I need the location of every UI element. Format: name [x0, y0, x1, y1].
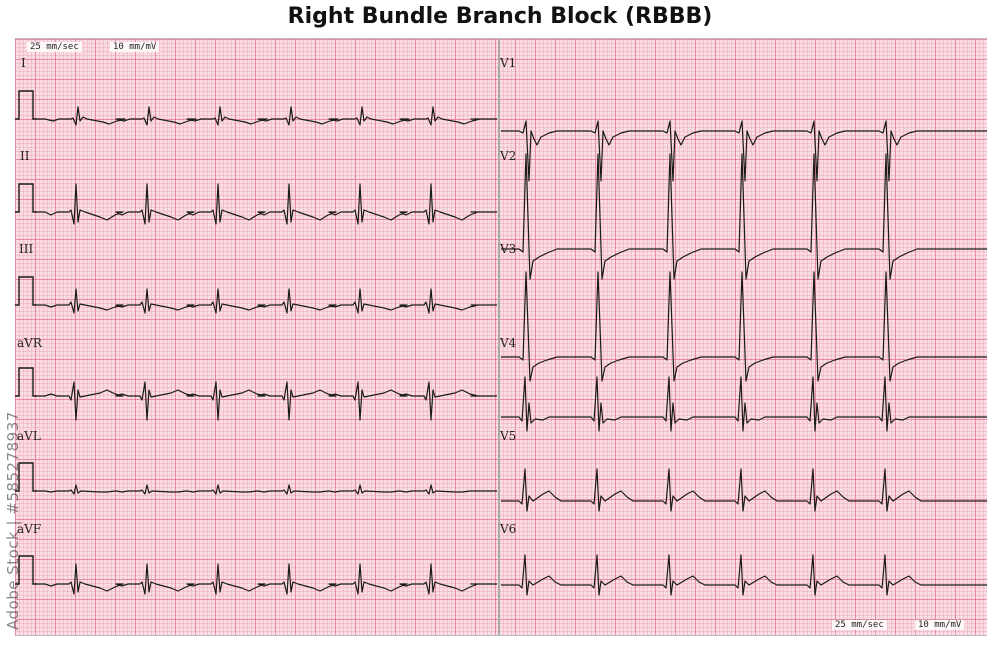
- ecg-traces: [15, 90, 987, 596]
- trace-lead-ii: [37, 183, 497, 225]
- calibration-pulse-avr: [15, 367, 37, 397]
- bottom-gain-label: 10 mm/mV: [915, 620, 965, 630]
- lead-label-avf: aVF: [17, 522, 42, 536]
- lead-label-iii: III: [19, 242, 34, 256]
- lead-label-avl: aVL: [17, 429, 41, 443]
- lead-label-v1: V1: [500, 56, 517, 70]
- trace-lead-v4: [501, 376, 987, 432]
- lead-label-avr: aVR: [17, 336, 42, 350]
- ecg-paper: 25 mm/sec 10 mm/mV 25 mm/sec 10 mm/mV I …: [15, 38, 987, 636]
- trace-lead-v2: [501, 153, 987, 280]
- trace-lead-v3: [501, 271, 987, 382]
- column-divider: [498, 39, 500, 635]
- watermark: Adobe Stock | #585278937: [4, 411, 22, 630]
- calibration-pulse-iii: [15, 276, 37, 306]
- trace-lead-v1: [501, 120, 987, 182]
- lead-label-v5: V5: [500, 429, 517, 443]
- trace-lead-avl: [37, 484, 497, 495]
- calibration-pulse-i: [15, 90, 37, 120]
- lead-label-v4: V4: [500, 336, 517, 350]
- trace-lead-iii: [37, 288, 497, 314]
- page-title: Right Bundle Branch Block (RBBB): [287, 4, 713, 29]
- trace-lead-v6: [501, 554, 987, 596]
- lead-label-v6: V6: [500, 522, 517, 536]
- calibration-pulse-avl: [15, 462, 37, 492]
- bottom-speed-label: 25 mm/sec: [832, 620, 887, 630]
- top-speed-label: 25 mm/sec: [27, 42, 82, 52]
- lead-label-i: I: [21, 56, 26, 70]
- lead-label-v2: V2: [500, 149, 517, 163]
- lead-label-ii: II: [20, 149, 30, 163]
- calibration-pulse-avf: [15, 555, 37, 585]
- calibration-pulse-ii: [15, 183, 37, 213]
- trace-lead-i: [37, 106, 497, 126]
- trace-lead-avr: [37, 381, 497, 421]
- trace-lead-avf: [37, 563, 497, 595]
- trace-lead-v5: [501, 468, 987, 512]
- top-gain-label: 10 mm/mV: [110, 42, 160, 52]
